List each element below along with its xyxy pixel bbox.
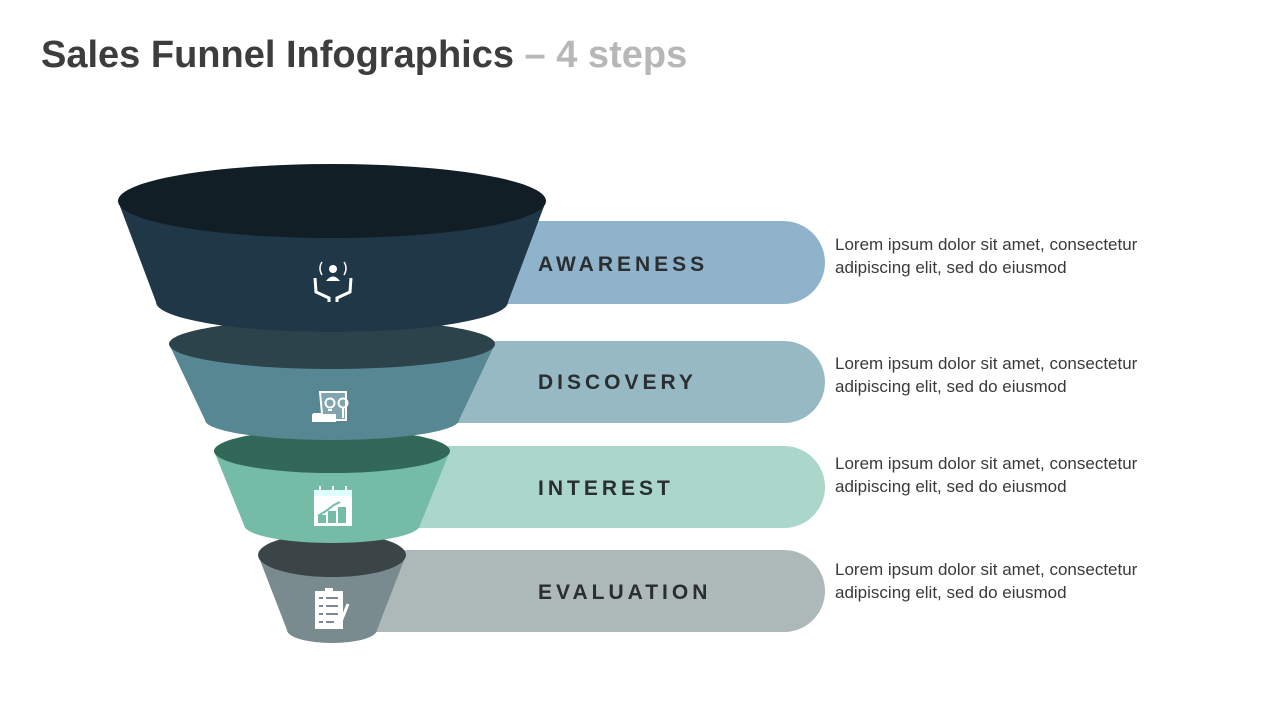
title-main: Sales Funnel Infographics [41, 34, 514, 76]
title-sub: – 4 steps [524, 34, 688, 76]
step-description-interest: Lorem ipsum dolor sit amet, consectetur … [835, 454, 1138, 496]
step-description-awareness: Lorem ipsum dolor sit amet, consectetur … [835, 235, 1138, 277]
funnel-top-awareness [118, 164, 546, 238]
band-interest [360, 446, 825, 528]
funnel-top-interest [214, 429, 450, 473]
hands-person-icon [313, 261, 353, 302]
checklist-icon [315, 588, 350, 629]
step-label-awareness: AWARENESS [538, 253, 709, 276]
step-label-evaluation: EVALUATION [538, 581, 712, 604]
band-evaluation [360, 550, 825, 632]
funnel-top-discovery [169, 319, 495, 369]
idea-search-icon [312, 391, 349, 422]
step-description-discovery: Lorem ipsum dolor sit amet, consectetur … [835, 354, 1138, 396]
calendar-growth-icon [314, 486, 352, 526]
funnel-top-evaluation [258, 533, 406, 577]
step-description-evaluation: Lorem ipsum dolor sit amet, consectetur … [835, 560, 1138, 602]
page-title: Sales Funnel Infographics – 4 steps [41, 34, 687, 77]
step-label-discovery: DISCOVERY [538, 371, 697, 394]
step-label-interest: INTEREST [538, 477, 674, 500]
